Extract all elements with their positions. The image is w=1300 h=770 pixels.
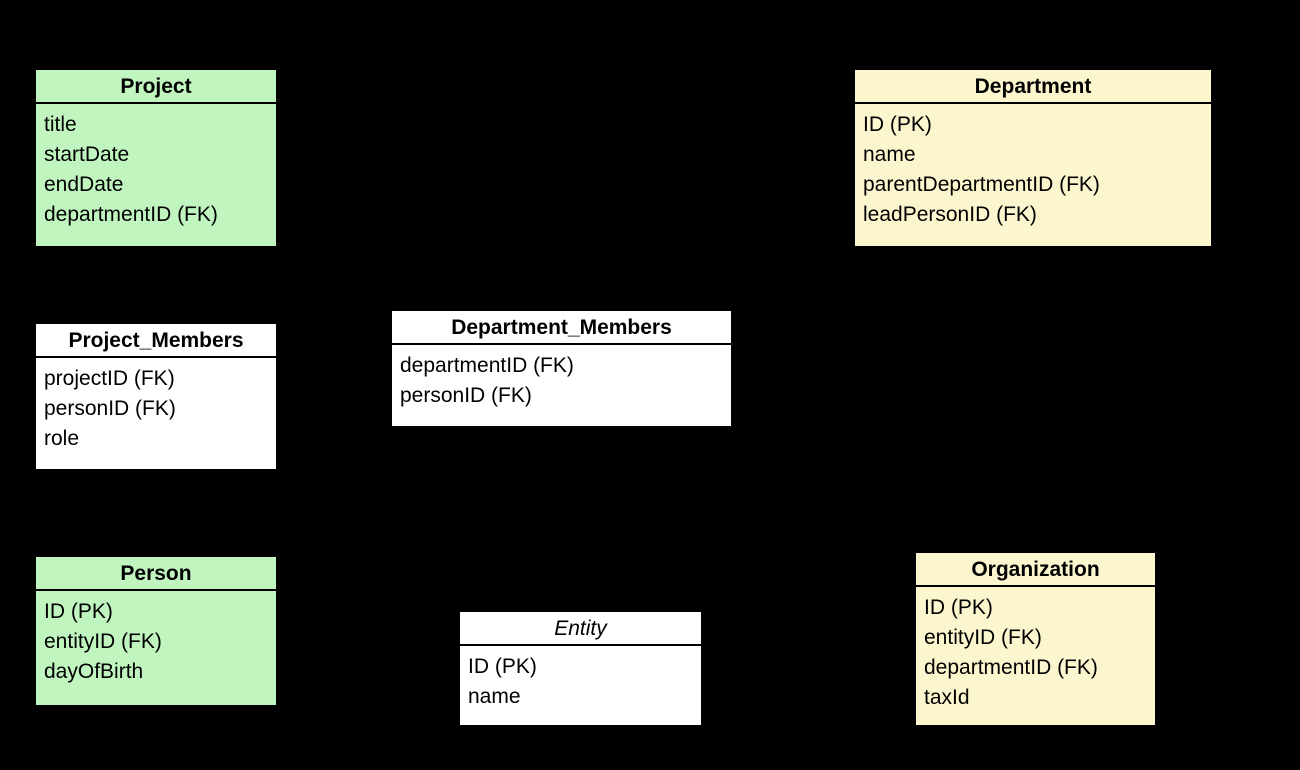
attribute-row: departmentID (FK) <box>924 656 1098 679</box>
attribute-row: ID (PK) <box>863 113 932 136</box>
attribute-row: ID (PK) <box>924 596 993 619</box>
attribute-row: ID (PK) <box>44 600 113 623</box>
entity-title-organization: Organization <box>916 553 1155 587</box>
attribute-row: personID (FK) <box>44 397 176 420</box>
entity-box-department[interactable]: Department ID (PK) name parentDepartmentID … <box>853 68 1213 248</box>
attribute-row: endDate <box>44 173 124 196</box>
entity-box-organization[interactable]: Organization ID (PK) entityID (FK) departme… <box>914 551 1157 727</box>
attribute-row: entityID (FK) <box>924 626 1042 649</box>
attribute-row: dayOfBirth <box>44 660 144 683</box>
entity-title-department_members: Department_Members <box>392 311 731 345</box>
attribute-row: name <box>863 143 916 166</box>
entity-title-entity: Entity <box>460 612 701 646</box>
entity-attributes-organization: ID (PK) entityID (FK) departmentID (FK) tax… <box>916 587 1155 713</box>
attribute-row: ID (PK) <box>468 655 537 678</box>
entity-attributes-department: ID (PK) name parentDepartmentID (FK) leadPe… <box>855 104 1211 230</box>
attribute-row: startDate <box>44 143 130 166</box>
attribute-row: departmentID (FK) <box>44 203 218 226</box>
entity-title-department: Department <box>855 70 1211 104</box>
entity-attributes-entity: ID (PK) name <box>460 646 701 712</box>
entity-attributes-department_members: departmentID (FK) personID (FK) <box>392 345 731 411</box>
entity-box-project[interactable]: Project title startDate endDate departmentID… <box>34 68 278 248</box>
entity-box-person[interactable]: Person ID (PK) entityID (FK) dayOfBirth <box>34 555 278 707</box>
attribute-row: role <box>44 427 80 450</box>
entity-box-project_members[interactable]: Project_Members projectID (FK) personID (F… <box>34 322 278 471</box>
attribute-row: taxId <box>924 686 970 709</box>
attribute-row: name <box>468 685 521 708</box>
entity-title-project: Project <box>36 70 276 104</box>
entity-attributes-project: title startDate endDate departmentID (FK) <box>36 104 276 230</box>
entity-title-project_members: Project_Members <box>36 324 276 358</box>
attribute-row: title <box>44 113 77 136</box>
entity-attributes-person: ID (PK) entityID (FK) dayOfBirth <box>36 591 276 687</box>
attribute-row: parentDepartmentID (FK) <box>863 173 1100 196</box>
attribute-row: personID (FK) <box>400 384 532 407</box>
entity-attributes-project_members: projectID (FK) personID (FK) role <box>36 358 276 454</box>
entity-title-person: Person <box>36 557 276 591</box>
attribute-row: departmentID (FK) <box>400 354 574 377</box>
attribute-row: projectID (FK) <box>44 367 175 390</box>
entity-box-entity[interactable]: Entity ID (PK) name <box>458 610 703 727</box>
attribute-row: entityID (FK) <box>44 630 162 653</box>
attribute-row: leadPersonID (FK) <box>863 203 1037 226</box>
entity-box-department_members[interactable]: Department_Members departmentID (FK) perso… <box>390 309 733 428</box>
